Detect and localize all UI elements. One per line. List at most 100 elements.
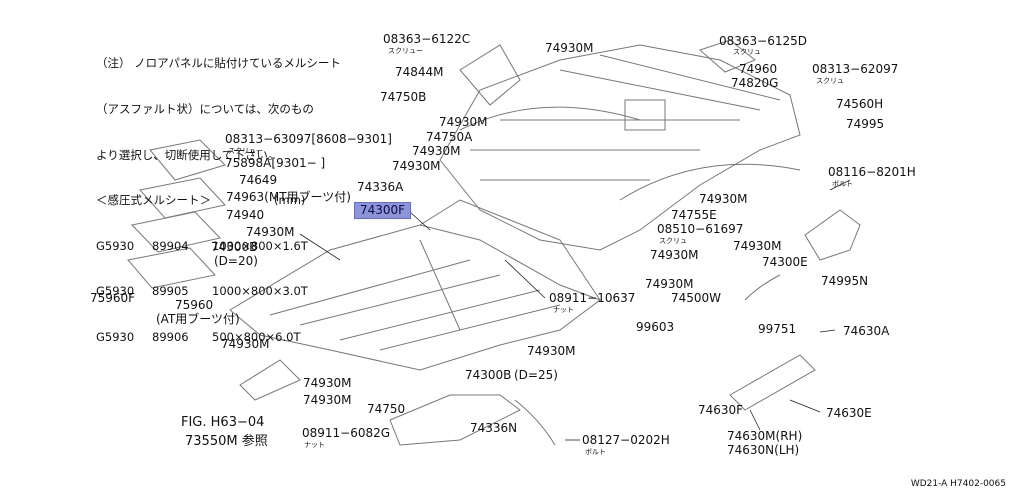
sheet-row: G5930 89904 1000×800×1.6T	[96, 239, 396, 254]
fig-reference[interactable]: FIG. H63−04	[181, 415, 265, 430]
label-74930m[interactable]: 74930M	[412, 144, 461, 158]
sub-bolt: ボルト	[585, 448, 606, 456]
sheet-prefix: G5930	[96, 284, 135, 299]
sheet-size: 1000×800×1.6T	[212, 238, 308, 253]
label-74820g[interactable]: 74820G	[731, 76, 779, 90]
wheelhouse-left	[459, 106, 641, 131]
label-74930m[interactable]: 74930M	[221, 337, 270, 351]
label-99751[interactable]: 99751	[758, 322, 797, 336]
label-74630a[interactable]: 74630A	[843, 324, 890, 338]
sub-screw: スクリュ	[816, 77, 844, 85]
sub-screw: スクリュー	[388, 47, 423, 55]
note-line-1: （注） ノロアパネルに貼付けているメルシート	[96, 56, 341, 71]
bracket-left	[239, 359, 301, 401]
trim-74630f	[729, 354, 816, 411]
label-74930m[interactable]: 74930M	[699, 192, 748, 206]
boot-plate-3	[131, 211, 221, 253]
cover-74844m	[459, 44, 521, 106]
grommet-74820g	[699, 39, 756, 73]
sheet-number: 89905	[152, 284, 189, 299]
note-line-3: より選択し、切断使用して下さい。	[96, 147, 280, 162]
boot-plate-2	[139, 177, 226, 219]
label-74750a[interactable]: 74750A	[426, 130, 473, 144]
label-74300f-highlighted[interactable]: 74300F	[354, 202, 412, 219]
sub-nut: ナット	[553, 306, 574, 314]
sub-screw: スクリュ	[733, 48, 761, 56]
sheet-number: 89906	[152, 330, 189, 345]
boot-plate-4	[127, 247, 216, 289]
label-75898a[interactable]: 75898A[9301− ]	[225, 156, 326, 170]
label-08127-0202h[interactable]: 08127−0202H	[582, 433, 670, 447]
label-74750[interactable]: 74750	[367, 402, 406, 416]
sheet-size: 1000×800×3.0T	[212, 284, 308, 299]
front-floor-outline	[229, 224, 602, 371]
label-75960f[interactable]: 75960F	[90, 291, 136, 305]
leader-08911-10637	[504, 259, 546, 299]
label-74995[interactable]: 74995	[846, 117, 885, 131]
label-75960[interactable]: 75960	[175, 298, 214, 312]
label-74930m[interactable]: 74930M	[439, 115, 488, 129]
label-74995n[interactable]: 74995N	[821, 274, 869, 288]
sheet-prefix: G5930	[96, 238, 135, 253]
label-74930m[interactable]: 74930M	[527, 344, 576, 358]
label-74844m[interactable]: 74844M	[395, 65, 444, 79]
label-at-boots: (AT用ブーツ付)	[156, 312, 240, 326]
label-08510-61697[interactable]: 08510−61697	[657, 222, 744, 236]
label-08911-6082g[interactable]: 08911−6082G	[302, 426, 391, 440]
sub-bolt: ボルト	[832, 180, 853, 188]
label-74940[interactable]: 74940	[226, 208, 265, 222]
label-74930m[interactable]: 74930M	[650, 248, 699, 262]
label-08363-6125d[interactable]: 08363−6125D	[719, 34, 808, 48]
label-74300b[interactable]: 74300B	[465, 368, 512, 382]
leader-08116	[829, 179, 851, 191]
diagram-code: WD21-A H7402-0065	[910, 479, 1006, 489]
label-74930m[interactable]: 74930M	[545, 41, 594, 55]
label-74630f[interactable]: 74630F	[698, 403, 744, 417]
note-line-2: （アスファルト状）については、次のもの	[96, 102, 314, 117]
label-74750b[interactable]: 74750B	[380, 90, 427, 104]
leader-74300f	[409, 211, 431, 231]
label-74930m[interactable]: 74930M	[303, 376, 352, 390]
rear-floor-outline	[439, 44, 801, 251]
label-74300e[interactable]: 74300E	[762, 255, 808, 269]
label-74630n[interactable]: 74630N(LH)	[727, 443, 800, 457]
note-line-4: ＜感圧式メルシート＞	[96, 193, 211, 208]
strap-99751	[744, 274, 781, 301]
label-08313-63097[interactable]: 08313−63097[8608−9301]	[225, 132, 392, 146]
label-74630m[interactable]: 74630M(RH)	[727, 429, 803, 443]
label-08313-62097[interactable]: 08313−62097	[812, 62, 899, 76]
label-74560h[interactable]: 74560H	[836, 97, 884, 111]
note-unit: (mm)	[274, 193, 306, 208]
label-d20: (D=20)	[214, 254, 258, 268]
leader-74630e	[789, 399, 821, 413]
label-74930m[interactable]: 74930M	[392, 159, 441, 173]
rear-floor-ribs	[470, 54, 781, 181]
label-74336n[interactable]: 74336N	[470, 421, 518, 435]
label-99603[interactable]: 99603	[636, 320, 675, 334]
label-74930m[interactable]: 74930M	[303, 393, 352, 407]
sheet-prefix: G5930	[96, 330, 135, 345]
label-08116-8201h[interactable]: 08116−8201H	[828, 165, 916, 179]
label-74649[interactable]: 74649	[239, 173, 278, 187]
label-74930m[interactable]: 74930M	[246, 225, 295, 239]
sheet-row: G5930 89906 500×800×6.0T	[96, 330, 396, 345]
label-08363-6122c[interactable]: 08363−6122C	[383, 32, 471, 46]
sheet-row: G5930 89905 1000×800×3.0T	[96, 284, 396, 299]
label-74336a[interactable]: 74336A	[357, 180, 404, 194]
label-74755e[interactable]: 74755E	[671, 208, 717, 222]
label-74630e[interactable]: 74630E	[826, 406, 872, 420]
label-08911-10637[interactable]: 08911−10637	[549, 291, 636, 305]
sheet-size: 500×800×6.0T	[212, 330, 301, 345]
label-74930m[interactable]: 74930M	[733, 239, 782, 253]
label-74300b[interactable]: 74300B	[211, 240, 258, 254]
rear-floor-hatch	[624, 99, 666, 131]
label-74930m[interactable]: 74930M	[645, 277, 694, 291]
label-74963[interactable]: 74963(MT用ブーツ付)	[226, 190, 351, 204]
label-74500w[interactable]: 74500W	[671, 291, 722, 305]
sub-nut: ナット	[304, 441, 325, 449]
boot-plate-top	[149, 139, 226, 181]
leader-74930m	[299, 233, 341, 261]
label-74960[interactable]: 74960	[739, 62, 778, 76]
sub-screw: スクリュー	[228, 147, 263, 155]
